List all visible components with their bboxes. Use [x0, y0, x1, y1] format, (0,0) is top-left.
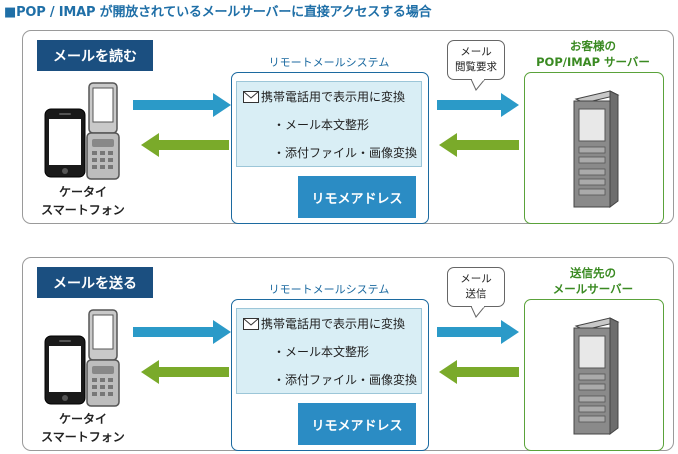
action-label: メールを読む [37, 40, 153, 71]
flip-phone-icon [86, 82, 120, 180]
mobile-devices-icon [44, 309, 120, 407]
feature-body-format: ・メール本文整形 [273, 345, 370, 359]
device-label: ケータイ スマートフォン [41, 185, 125, 217]
return-arrow [439, 360, 519, 384]
response-arrow [141, 360, 229, 384]
device-label: ケータイ スマートフォン [41, 412, 125, 444]
mail-server [524, 72, 664, 224]
flip-phone-icon [86, 309, 120, 407]
feature-attachment: ・添付ファイル・画像変換 [273, 146, 418, 160]
mail-server [524, 299, 664, 451]
envelope-icon [243, 91, 259, 103]
bubble-tail [471, 79, 485, 91]
response-arrow [141, 133, 229, 157]
system-title: リモートメールシステム [268, 56, 390, 69]
request-arrow [133, 320, 231, 344]
action-label: メールを送る [37, 267, 153, 298]
remote-mail-system: 携帯電話用で表示用に変換 ・メール本文整形 ・添付ファイル・画像変換 リモメアド… [231, 299, 429, 451]
bubble-tail [471, 306, 485, 318]
request-bubble: メール 送信 [447, 267, 505, 307]
smartphone-icon [44, 335, 86, 405]
smartphone-icon [44, 108, 86, 178]
forward-arrow [437, 320, 519, 344]
server-title: 送信先の メールサーバー [552, 266, 634, 296]
conversion-features: 携帯電話用で表示用に変換 ・メール本文整形 ・添付ファイル・画像変換 [236, 81, 422, 167]
feature-body-format: ・メール本文整形 [273, 118, 370, 132]
remote-mail-system: 携帯電話用で表示用に変換 ・メール本文整形 ・添付ファイル・画像変換 リモメアド… [231, 72, 429, 224]
send-mail-panel: メールを送る ケータイ スマートフォン [22, 257, 674, 451]
envelope-icon [243, 318, 259, 330]
mobile-devices-icon [44, 82, 120, 180]
request-arrow [133, 93, 231, 117]
feature-convert: 携帯電話用で表示用に変換 [243, 88, 405, 105]
feature-attachment: ・添付ファイル・画像変換 [273, 373, 418, 387]
return-arrow [439, 133, 519, 157]
system-title: リモートメールシステム [268, 283, 390, 296]
server-icon [573, 317, 620, 435]
server-icon [573, 90, 620, 208]
read-mail-panel: メールを読む ケータイ スマートフォン [22, 30, 674, 224]
page-title: ■POP / IMAP が開放されているメールサーバーに直接アクセスする場合 [4, 5, 432, 20]
remome-address-button: リモメアドレス [298, 176, 416, 218]
conversion-features: 携帯電話用で表示用に変換 ・メール本文整形 ・添付ファイル・画像変換 [236, 308, 422, 394]
feature-convert: 携帯電話用で表示用に変換 [243, 315, 405, 332]
server-title: お客様の POP/IMAP サーバー [536, 39, 650, 69]
remome-address-button: リモメアドレス [298, 403, 416, 445]
forward-arrow [437, 93, 519, 117]
request-bubble: メール 閲覧要求 [447, 40, 505, 80]
